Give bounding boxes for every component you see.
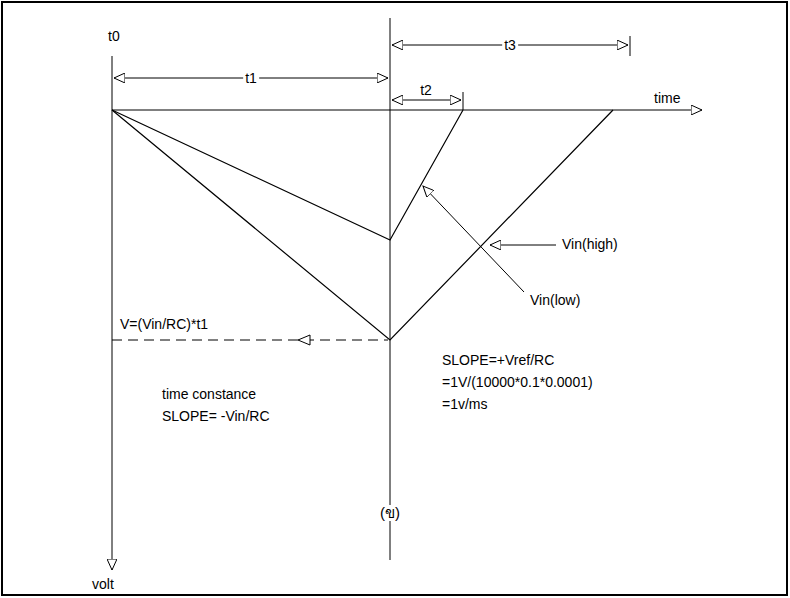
time-axis <box>112 110 702 111</box>
diagram-label: t0 <box>106 28 122 44</box>
diagram-label: t2 <box>418 82 434 98</box>
vin-low-ramp <box>112 110 463 240</box>
level-dashed-line <box>112 340 388 341</box>
diagram-label: V=(Vin/RC)*t1 <box>118 316 210 332</box>
vin-high-leader <box>490 245 556 246</box>
diagram-label: SLOPE= -Vin/RC <box>160 408 272 424</box>
t3-end-tick <box>630 36 631 56</box>
diagram-label: volt <box>90 576 116 592</box>
diagram-label: Vin(low) <box>528 292 582 308</box>
diagram-label: SLOPE=+Vref/RC <box>440 352 556 368</box>
diagram-label: time <box>652 90 682 106</box>
t2-end-tick <box>463 92 464 110</box>
level-arrow <box>298 335 310 345</box>
diagram-label: time constance <box>160 386 258 402</box>
volt-axis <box>112 56 113 570</box>
vin-low-leader <box>423 186 524 292</box>
diagram-label: t1 <box>243 70 259 86</box>
diagram-label: =1v/ms <box>440 396 490 412</box>
t2-dimension <box>392 100 461 101</box>
figure-caption: (ข) <box>378 505 402 521</box>
diagram-label: t3 <box>502 37 518 53</box>
t1-end-line <box>390 18 391 560</box>
diagram-label: Vin(high) <box>560 236 620 252</box>
diagram-label: =1V/(10000*0.1*0.0001) <box>440 374 595 390</box>
vin-high-ramp <box>112 110 613 340</box>
